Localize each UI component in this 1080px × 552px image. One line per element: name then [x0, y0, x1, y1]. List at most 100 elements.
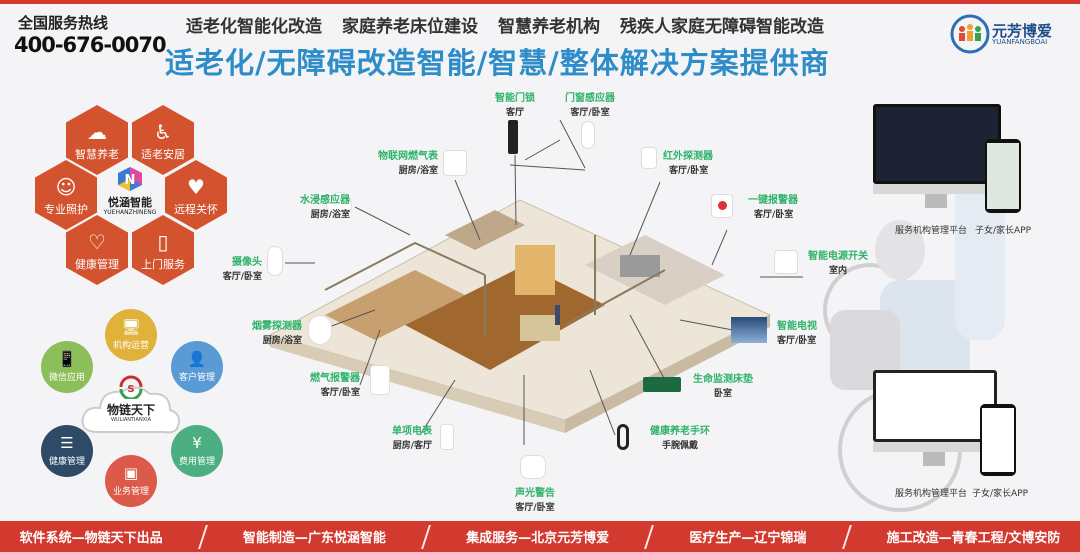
device-label-power-switch: 智能电源开关室内 [808, 251, 868, 276]
health-bracelet-icon [617, 424, 629, 450]
circle-label: 微信应用 [48, 372, 85, 383]
brand-en: YUANFANGBOAI [992, 38, 1048, 46]
mobile-app-phone [985, 139, 1021, 213]
footer-item: 集成服务—北京元芳博爱 [466, 531, 610, 546]
phone-app-screen [982, 408, 1014, 472]
hex-label: 适老安居 [141, 148, 185, 161]
divider [841, 524, 852, 549]
subtitle: 适老化智能化改造家庭养老床位建设智慧养老机构残疾人家庭无障碍智能改造 [186, 12, 844, 37]
device-label-door-sensor: 门窗感应器客厅/卧室 [565, 93, 615, 118]
hotline-number: 400-676-0070 [14, 33, 167, 57]
heart-plus-icon: ♡ [88, 230, 106, 254]
circle-label: 客户管理 [178, 372, 215, 383]
yuehan-logo-icon: N [118, 167, 142, 191]
hex-care: ☺ 专业照护 [35, 160, 97, 230]
hotline-label: 全国服务热线 [18, 14, 109, 32]
infrared-detector-icon [641, 147, 657, 169]
yuehan-logo-en: YUEHANZHINENG [103, 209, 157, 216]
footer-item: 施工改造—青春工程/文博安防 [886, 531, 1061, 546]
smoke-detector-icon [308, 315, 332, 345]
sound-light-alarm-icon [520, 455, 546, 479]
device-label-camera: 摄像头客厅/卧室 [222, 257, 262, 282]
device-label-sos: 一键报警器客厅/卧室 [748, 195, 798, 220]
device-label-water-sensor: 水浸感应器厨房/浴室 [300, 195, 350, 220]
sos-button-icon [711, 194, 733, 218]
hex-label: 智慧养老 [75, 148, 119, 161]
device-label-bracelet: 健康养老手环手腕佩戴 [650, 426, 710, 451]
device-label-tv: 智能电视客厅/卧室 [777, 321, 817, 346]
electric-meter-icon [440, 424, 454, 450]
hex-health: ♡ 健康管理 [66, 215, 128, 285]
monitor-bezel [873, 442, 997, 452]
circle-business: ▣ 业务管理 [105, 455, 157, 507]
subtitle-item: 家庭养老床位建设 [342, 17, 478, 37]
admin-monitor-screen [873, 370, 997, 442]
door-lock-icon [508, 120, 518, 154]
door-sensor-icon [581, 121, 595, 149]
circle-label: 费用管理 [178, 456, 215, 467]
svg-text:S: S [127, 384, 134, 395]
brand-name: 元芳博爱 [992, 22, 1053, 40]
device-label-gas-alarm: 燃气报警器客厅/卧室 [310, 373, 360, 398]
device-label-sound-light-alarm: 声光警告客厅/卧室 [515, 488, 555, 513]
door-icon: ▯ [157, 230, 169, 254]
device-label-mattress: 生命监测床垫卧室 [693, 374, 753, 399]
phone-chat-icon: 📱 [57, 349, 77, 368]
footer-item: 软件系统—物链天下出品 [19, 531, 163, 546]
brand-logo-icon [950, 14, 990, 54]
water-sensor-icon [326, 192, 352, 218]
hex-label: 远程关怀 [174, 203, 218, 216]
elder-icon: ♿ [154, 120, 172, 144]
device-label-door-lock: 智能门锁客厅 [495, 93, 535, 118]
nurse-icon: ☺ [55, 175, 77, 199]
hex-home-service: ▯ 上门服务 [132, 215, 194, 285]
user-heart-icon: ♥ [187, 175, 205, 199]
subtitle-item: 残疾人家庭无障碍智能改造 [620, 17, 824, 37]
hex-label: 健康管理 [75, 258, 119, 271]
footer-bar: 软件系统—物链天下出品 智能制造—广东悦涵智能 集成服务—北京元芳博爱 医疗生产… [0, 521, 1080, 552]
circle-label: 机构运营 [112, 340, 149, 351]
page-title: 适老化/无障碍改造智能/智慧/整体解决方案提供商 [165, 46, 830, 80]
smart-tv-icon [731, 317, 767, 343]
circle-label: 健康管理 [48, 456, 85, 467]
wulian-logo-name: 物链天下 [106, 403, 155, 417]
circle-operations: 🖥 机构运营 [105, 309, 157, 361]
footer-item: 智能制造—广东悦涵智能 [242, 531, 386, 546]
mobile-app-phone [980, 404, 1016, 476]
cloud-shape [81, 386, 180, 434]
hex-label: 专业照护 [44, 203, 88, 216]
monitor-stand [925, 194, 947, 208]
wulian-logo-en: WULIANTIANXIA [110, 417, 152, 423]
user-gear-icon: 👤 [187, 349, 207, 368]
circle-customers: 👤 客户管理 [171, 341, 223, 393]
life-monitor-mattress-icon [643, 377, 681, 392]
circle-health: ☰健康管理 [41, 425, 93, 477]
dashboard-monitor-screen [873, 104, 1001, 184]
wulian-logo-icon: S [119, 375, 143, 399]
platform-label: 服务机构管理平台 [895, 489, 968, 499]
subtitle-item: 适老化智能化改造 [186, 17, 322, 37]
sos-red-dot [717, 201, 727, 210]
monitor-gear-icon: 🖥 [121, 317, 141, 336]
device-label-smoke: 烟雾探测器厨房/浴室 [252, 321, 302, 346]
device-label-electric-meter: 单项电表厨房/客厅 [392, 426, 432, 451]
circle-wechat: 📱 微信应用 [41, 341, 93, 393]
gas-meter-icon [443, 150, 467, 176]
monitor-bezel [873, 184, 1001, 194]
footer-item: 医疗生产—辽宁锦瑞 [689, 531, 807, 546]
device-label-gas-meter: 物联网燃气表厨房/浴室 [378, 151, 438, 176]
power-switch-icon [774, 250, 798, 274]
subtitle-item: 智慧养老机构 [498, 17, 600, 37]
hex-remote-care: ♥ 远程关怀 [165, 160, 227, 230]
divider [197, 524, 208, 549]
hex-label: 上门服务 [141, 258, 185, 271]
device-label-infrared: 红外探测器客厅/卧室 [663, 151, 713, 176]
platform-label: 服务机构管理平台 [895, 226, 968, 236]
app-label: 子女/家长APP [972, 489, 1029, 499]
divider [644, 524, 655, 549]
svg-text:N: N [125, 173, 136, 188]
circle-label: 业务管理 [112, 486, 149, 497]
money-bag-icon: ¥ [192, 433, 202, 452]
phone-map-screen [987, 143, 1019, 209]
briefcase-icon: ▣ [123, 463, 139, 482]
